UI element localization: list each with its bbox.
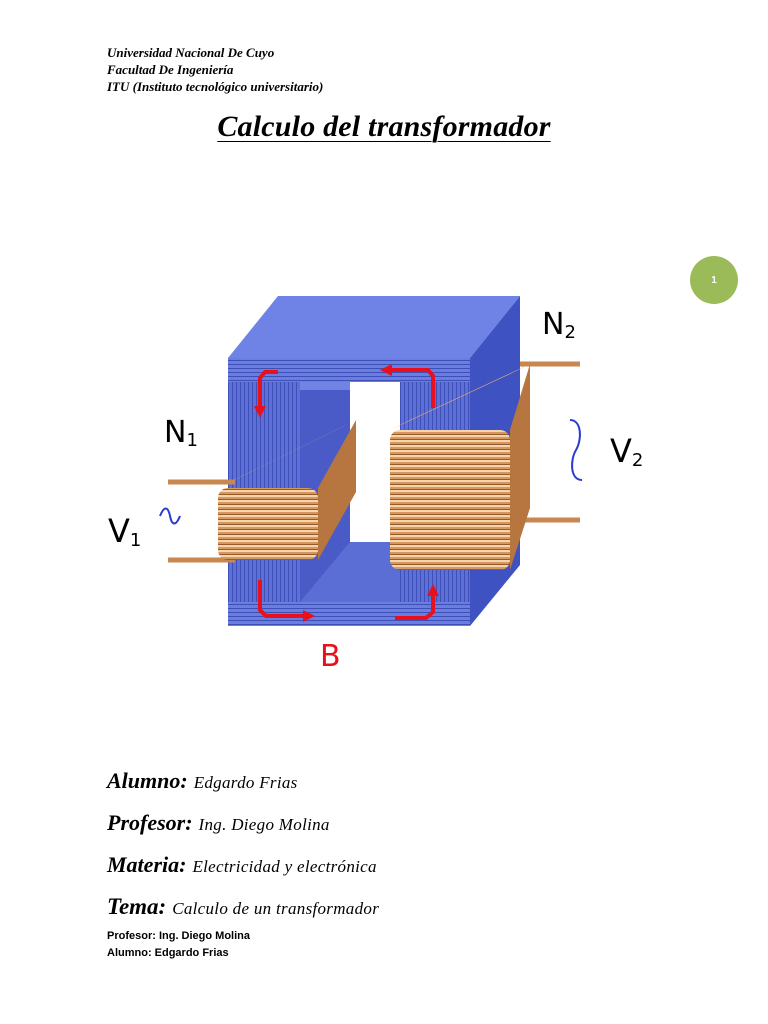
core-window-bottom bbox=[300, 542, 400, 602]
flux-arrow-top-right bbox=[390, 368, 435, 408]
core-window-top bbox=[300, 382, 350, 390]
footer-credits: Profesor: Ing. Diego Molina Alumno: Edga… bbox=[107, 928, 250, 962]
info-alumno: Alumno: Edgardo Frias bbox=[107, 768, 379, 810]
left-winding bbox=[218, 488, 318, 560]
footer-alumno: Alumno: Edgardo Frias bbox=[107, 947, 229, 959]
flux-arrows bbox=[258, 368, 435, 620]
alumno-value: Edgardo Frias bbox=[193, 773, 298, 792]
university-name: Universidad Nacional De Cuyo bbox=[107, 45, 275, 60]
document-info: Alumno: Edgardo Frias Profesor: Ing. Diego… bbox=[107, 768, 379, 920]
alumno-key: Alumno: bbox=[107, 768, 188, 793]
institute-name: ITU (Instituto tecnológico universitario… bbox=[107, 79, 324, 94]
tema-value: Calculo de un transformador bbox=[172, 899, 380, 918]
profesor-key: Profesor: bbox=[107, 810, 193, 835]
profesor-value: Ing. Diego Molina bbox=[198, 815, 330, 834]
v1-sine-icon bbox=[159, 507, 181, 525]
b-label: B bbox=[320, 639, 341, 674]
materia-value: Electricidad y electrónica bbox=[192, 857, 377, 876]
left-coil-side bbox=[318, 420, 356, 560]
n1-label: N1 bbox=[164, 415, 198, 451]
flux-arrowheads bbox=[254, 364, 439, 622]
v2-sine-icon bbox=[569, 419, 583, 481]
v2-label: V2 bbox=[610, 432, 643, 471]
right-coil-side bbox=[510, 364, 530, 570]
footer-profesor: Profesor: Ing. Diego Molina bbox=[107, 930, 251, 942]
institution-header: Universidad Nacional De Cuyo Facultad De… bbox=[107, 44, 323, 95]
info-materia: Materia: Electricidad y electrónica bbox=[107, 852, 379, 894]
document-title: Calculo del transformador bbox=[217, 110, 551, 143]
flux-arrow-top-left bbox=[258, 370, 278, 410]
v1-label: V1 bbox=[108, 512, 141, 551]
flux-arrow-bottom-left bbox=[258, 580, 305, 618]
transformer-figure: N1 N2 V1 V2 B bbox=[100, 280, 680, 680]
flux-arrow-bottom-right bbox=[395, 592, 435, 620]
right-winding bbox=[390, 430, 510, 570]
materia-key: Materia: bbox=[107, 852, 187, 877]
core-top-face bbox=[228, 296, 520, 358]
left-coil-top bbox=[218, 420, 356, 488]
info-profesor: Profesor: Ing. Diego Molina bbox=[107, 810, 379, 852]
transformer-diagram: N1 N2 V1 V2 B bbox=[108, 296, 643, 674]
right-coil-top bbox=[390, 364, 530, 430]
tema-key: Tema: bbox=[107, 894, 167, 919]
info-tema: Tema: Calculo de un transformador bbox=[107, 894, 379, 920]
n2-label: N2 bbox=[542, 307, 576, 343]
page-number-badge: 1 bbox=[690, 256, 738, 304]
faculty-name: Facultad De Ingeniería bbox=[107, 62, 234, 77]
